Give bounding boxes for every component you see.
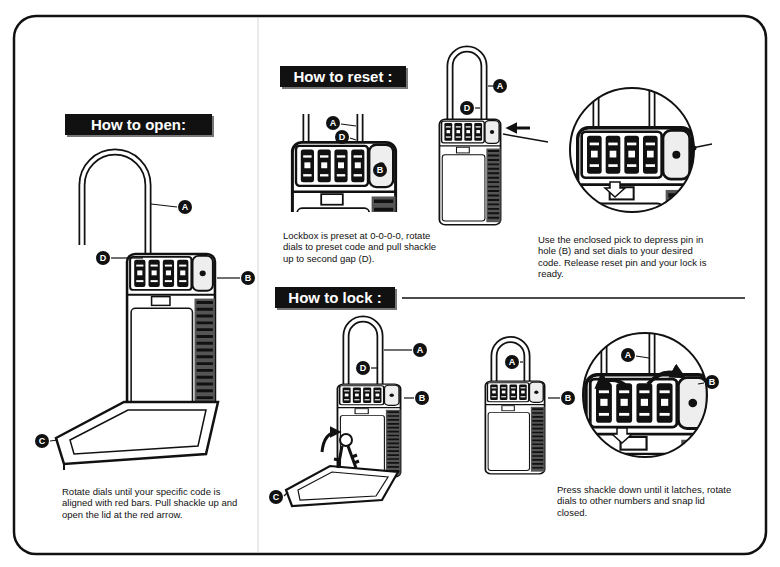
- callout-letter: A: [621, 348, 635, 362]
- lock-lockbox-closed: [485, 340, 560, 474]
- callout-letter: B: [415, 391, 429, 405]
- shackle: [494, 340, 527, 383]
- callout-letter: B: [241, 271, 255, 285]
- shackle: [450, 49, 484, 120]
- callout-letter: C: [269, 490, 283, 504]
- shackle: [604, 320, 652, 376]
- push-arrow: [509, 127, 530, 130]
- shackle: [82, 152, 148, 258]
- callout-letter: A: [493, 79, 507, 93]
- keys: [334, 446, 359, 468]
- section-header: How to open:: [65, 114, 212, 135]
- leader-line: [151, 204, 177, 207]
- header-text: How to lock :: [288, 289, 381, 306]
- reset-lockbox: [439, 49, 548, 225]
- callout-letter: A: [326, 116, 340, 130]
- leader-line: [475, 107, 480, 108]
- header-text: How to reset :: [293, 68, 392, 85]
- open-lid: [56, 402, 218, 464]
- lid-inner: [70, 410, 206, 454]
- lockbox-body: [485, 381, 544, 474]
- section-header: How to reset :: [280, 66, 406, 87]
- lid-inner: [298, 472, 388, 500]
- callout-letter: B: [373, 163, 387, 177]
- lockbox-body: [337, 384, 400, 477]
- lockbox-body: [439, 119, 500, 224]
- leader-line: [371, 367, 377, 368]
- zoom-circle: [570, 88, 694, 212]
- reset-pick: [503, 134, 548, 142]
- callout-letter: D: [356, 361, 370, 375]
- instruction-text: Use the enclosed pick to depress pin in …: [538, 234, 710, 280]
- section-header: How to lock :: [275, 287, 395, 308]
- callout-letter: A: [178, 200, 192, 214]
- reset-detail: [292, 114, 395, 212]
- shackle: [450, 49, 484, 120]
- rotate-arrow: [648, 372, 682, 384]
- down-arrow: [605, 182, 625, 197]
- callout-letter: A: [505, 355, 519, 369]
- instruction-text: Press shackle down until it latches, rot…: [557, 484, 732, 518]
- rotate-arrow: [598, 380, 626, 386]
- fold-crease: [258, 18, 259, 552]
- open-lockbox: [50, 152, 240, 470]
- shackle: [82, 152, 148, 258]
- callout-letter: B: [561, 391, 575, 405]
- lockbox-body: [127, 254, 215, 415]
- shackle: [346, 319, 380, 385]
- callout-letter: B: [705, 375, 719, 389]
- shackle: [604, 320, 652, 376]
- leader-line: [384, 349, 412, 350]
- lock-lockbox-open: [284, 319, 414, 506]
- open-lid: [286, 466, 398, 506]
- hang-arrow: [322, 432, 338, 452]
- header-text: How to open:: [91, 116, 186, 133]
- leader-line: [636, 356, 649, 358]
- callout-letter: A: [413, 343, 427, 357]
- shackle: [494, 340, 527, 383]
- callout-letter: D: [96, 251, 110, 265]
- shackle: [306, 114, 360, 145]
- reset-zoom: [570, 60, 712, 352]
- leader-line: [548, 397, 560, 398]
- shackle: [306, 114, 360, 145]
- instruction-text: Rotate dials until your specific code is…: [62, 486, 244, 520]
- leader-line: [341, 124, 356, 126]
- callout-letter: D: [460, 101, 474, 115]
- lockbox-body: [586, 375, 710, 567]
- leader-line: [520, 361, 523, 362]
- leader-line: [350, 138, 356, 140]
- leader-line: [404, 397, 414, 398]
- reset-hole: [692, 146, 697, 151]
- sheet-border: [14, 16, 766, 554]
- callout-letter: C: [35, 434, 49, 448]
- leader-line: [217, 277, 240, 278]
- section-divider: [402, 297, 745, 299]
- leader-line: [111, 257, 143, 258]
- lock-zoom: [583, 320, 710, 567]
- leader-line: [284, 492, 288, 496]
- lockbox-body: [292, 142, 395, 212]
- instruction-text: Lockbox is preset at 0-0-0-0, rotate dia…: [283, 230, 448, 264]
- leader-line: [50, 440, 58, 441]
- shackle: [346, 319, 380, 385]
- leader-line: [698, 383, 704, 384]
- lid-edge: [63, 464, 65, 470]
- callout-letter: D: [335, 130, 349, 144]
- down-arrow: [612, 428, 632, 443]
- key-ring: [340, 434, 352, 446]
- zoom-circle: [583, 333, 707, 457]
